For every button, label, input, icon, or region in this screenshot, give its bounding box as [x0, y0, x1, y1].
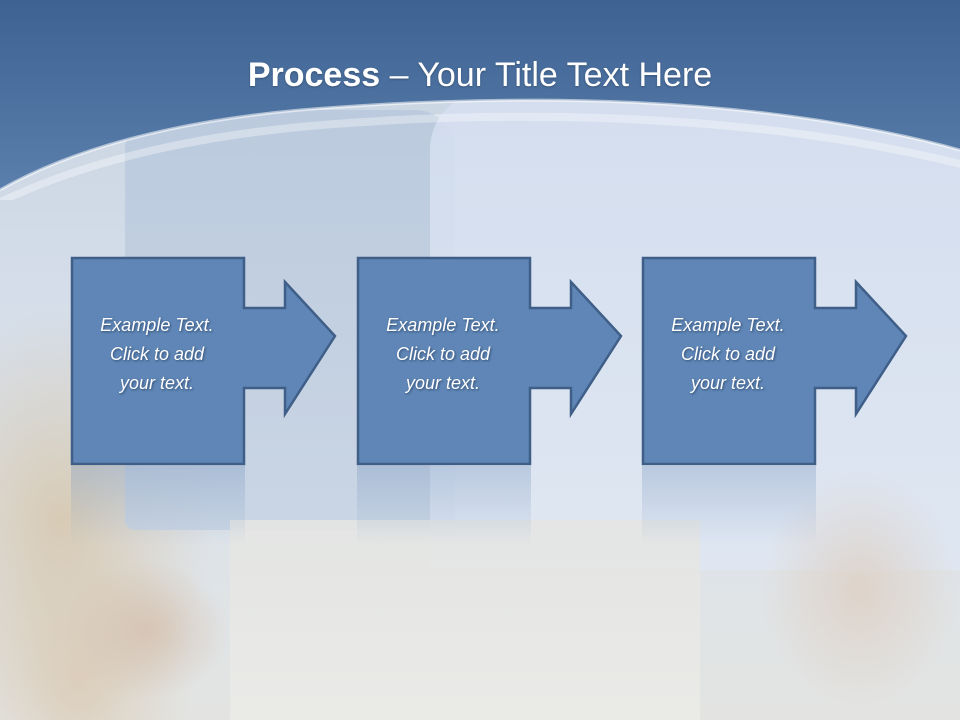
step-2-arrow[interactable] — [354, 254, 629, 470]
background-photo-pants — [230, 520, 700, 720]
step-2-reflection — [357, 466, 531, 546]
step-1-line-1: Example Text. — [100, 315, 214, 335]
step-3-arrow[interactable] — [639, 254, 914, 470]
step-3-text[interactable]: Example Text. Click to add your text. — [642, 311, 814, 398]
step-1-arrow[interactable] — [68, 254, 343, 470]
step-3-reflection — [642, 466, 816, 546]
step-2-line-3: your text. — [405, 373, 481, 393]
slide-title[interactable]: Process – Your Title Text Here — [0, 52, 960, 98]
step-1-line-2: Click to add — [109, 344, 205, 364]
step-3-line-1: Example Text. — [671, 315, 785, 335]
step-1-line-3: your text. — [119, 373, 195, 393]
title-bold: Process — [247, 56, 381, 94]
header-band — [0, 0, 960, 200]
title-rest: – Your Title Text Here — [380, 56, 713, 94]
step-1-text[interactable]: Example Text. Click to add your text. — [71, 311, 243, 398]
step-1-reflection — [71, 466, 245, 546]
step-3-line-3: your text. — [690, 373, 766, 393]
step-2-line-1: Example Text. — [386, 315, 500, 335]
background-photo-hand — [60, 560, 230, 700]
step-2-line-2: Click to add — [395, 344, 491, 364]
step-3-line-2: Click to add — [680, 344, 776, 364]
step-2-text[interactable]: Example Text. Click to add your text. — [357, 311, 529, 398]
background-photo-arm — [760, 470, 960, 710]
